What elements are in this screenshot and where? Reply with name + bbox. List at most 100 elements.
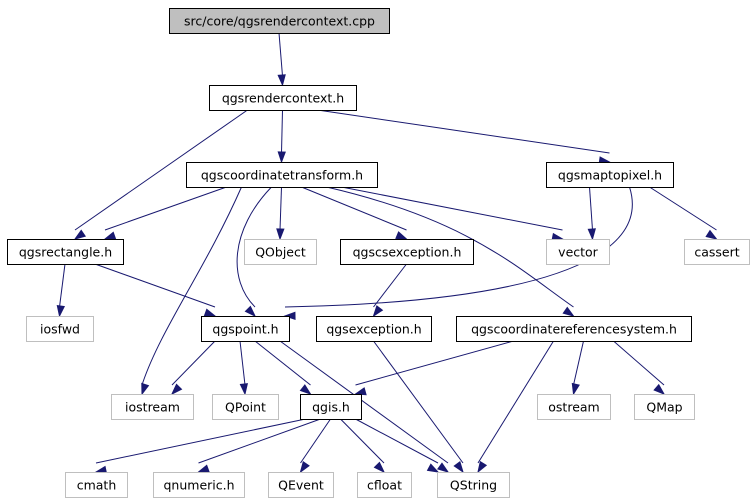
node-mtp[interactable]: qgsmaptopixel.h (546, 162, 674, 188)
node-box (244, 239, 317, 265)
edge-arrowhead (426, 463, 440, 473)
node-ct[interactable]: qgscoordinatetransform.h (186, 162, 378, 188)
node-iosfwd: iosfwd (26, 316, 94, 342)
edge-line (573, 340, 584, 386)
node-point[interactable]: qgspoint.h (201, 316, 290, 342)
node-box (634, 394, 695, 420)
edge-line (317, 109, 610, 154)
node-label: qgsexception.h (326, 322, 421, 337)
node-label: QString (450, 478, 497, 493)
node-box (169, 8, 390, 34)
node-label: qgscsexception.h (353, 245, 462, 260)
edge-arrowhead (244, 305, 257, 318)
node-rect[interactable]: qgsrectangle.h (7, 239, 124, 265)
node-label: QObject (255, 245, 306, 260)
node-csex[interactable]: qgscsexception.h (340, 239, 474, 265)
edge-arrowhead (203, 308, 217, 317)
node-label: QPoint (225, 400, 266, 415)
node-root[interactable]: src/core/qgsrendercontext.cpp (169, 8, 390, 34)
node-label: vector (558, 245, 599, 260)
node-label: cfloat (367, 478, 402, 493)
edge-line (279, 186, 282, 231)
edges-layer (56, 32, 718, 474)
node-qevent: QEvent (268, 472, 334, 498)
node-box (268, 472, 334, 498)
edge-point-to-iostream (170, 340, 216, 396)
edge-ct-to-vector (341, 186, 564, 242)
edge-ct-to-iostream (141, 186, 242, 396)
node-box (456, 316, 692, 342)
edge-point-to-qgis (254, 340, 312, 395)
node-label: qgsrendercontext.h (222, 91, 344, 106)
edge-arrowhead (283, 311, 296, 320)
edge-line (59, 263, 66, 308)
edge-point-to-qstring (279, 340, 450, 473)
node-box (437, 472, 510, 498)
edge-arrowhead (277, 151, 286, 164)
edge-arrowhead (56, 305, 66, 318)
node-crs[interactable]: qgscoordinatereferencesystem.h (456, 316, 692, 342)
edge-qgis-to-cmath (94, 418, 306, 474)
edge-line (326, 186, 574, 308)
node-label: cmath (77, 478, 117, 493)
node-cfloat: cfloat (357, 472, 412, 498)
edge-line (254, 340, 311, 386)
node-box (684, 239, 750, 265)
edge-ct-to-csex (301, 186, 408, 240)
node-label: src/core/qgsrendercontext.cpp (184, 14, 375, 29)
edge-line (341, 186, 563, 231)
node-box (546, 162, 674, 188)
node-box (546, 239, 610, 265)
edge-arrowhead (453, 461, 464, 474)
edge-arrowhead (239, 383, 248, 396)
edge-arrowhead (373, 461, 386, 474)
edge-arrowhead (705, 229, 718, 240)
edge-mtp-to-vector (587, 186, 596, 241)
edge-line (94, 263, 216, 308)
edge-arrowhead (170, 383, 183, 396)
edge-arrowhead (571, 382, 580, 396)
node-box (153, 472, 245, 498)
node-box (7, 239, 124, 265)
node-box (316, 316, 432, 342)
node-vector: vector (546, 239, 610, 265)
edge-arrowhead (299, 384, 312, 395)
edge-ct-to-point (236, 186, 272, 318)
node-label: qgscoordinatetransform.h (201, 168, 363, 183)
edge-line (278, 32, 283, 77)
edge-line (477, 340, 554, 464)
node-label: qnumeric.h (163, 478, 234, 493)
node-label: qgis.h (312, 400, 350, 415)
edge-line (279, 340, 449, 464)
edge-qgis-to-qnumeric (197, 418, 321, 473)
node-box (209, 85, 357, 111)
edge-line (300, 418, 331, 464)
node-label: qgspoint.h (212, 322, 278, 337)
node-qpoint: QPoint (212, 394, 279, 420)
edge-arrowhead (73, 229, 87, 240)
edge-csex-to-ex (372, 263, 407, 318)
node-label: QEvent (278, 478, 324, 493)
node-qgis[interactable]: qgis.h (300, 394, 362, 420)
edge-arrowhead (395, 231, 408, 240)
edge-line (355, 340, 514, 386)
edge-rect-to-iosfwd (56, 263, 66, 318)
edge-line (649, 186, 717, 231)
edge-arrowhead (197, 464, 210, 473)
node-ex[interactable]: qgsexception.h (316, 316, 432, 342)
node-box (212, 394, 279, 420)
node-rc[interactable]: qgsrendercontext.h (209, 85, 357, 111)
node-cmath: cmath (65, 472, 128, 498)
node-box (186, 162, 378, 188)
node-label: QMap (646, 400, 682, 415)
node-ostream: ostream (537, 394, 611, 420)
edge-line (95, 418, 306, 464)
edge-qgis-to-qevent (299, 418, 331, 474)
edge-line (613, 340, 665, 386)
node-label: qgsmaptopixel.h (558, 168, 662, 183)
node-box (357, 472, 412, 498)
edge-arrowhead (299, 460, 310, 474)
edge-arrowhead (141, 382, 150, 396)
node-cassert: cassert (684, 239, 750, 265)
